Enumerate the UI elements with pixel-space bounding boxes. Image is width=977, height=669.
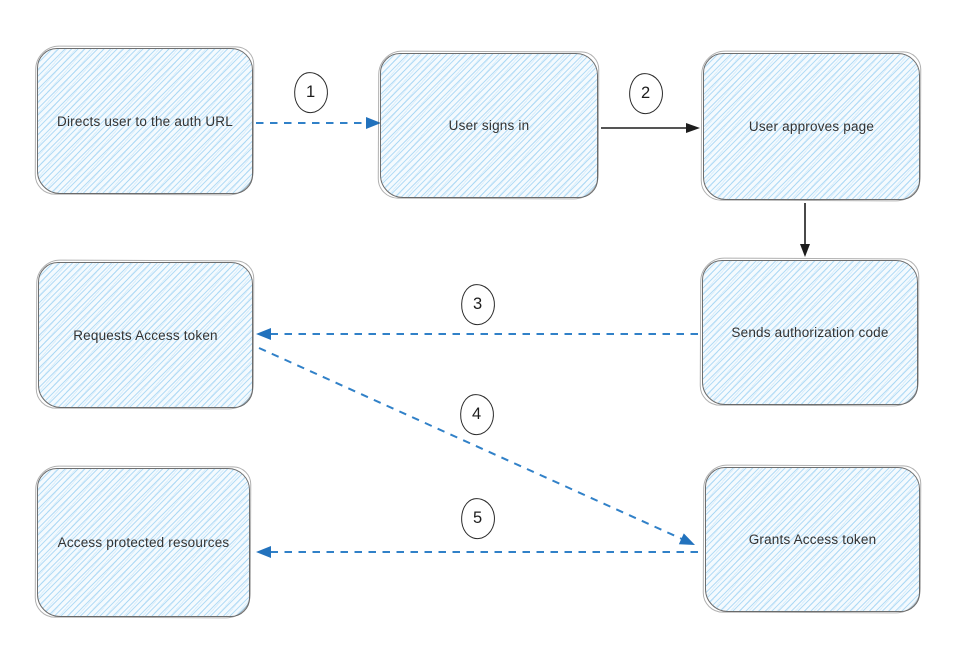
step-badge-4: 4 (457, 392, 497, 437)
step-number: 5 (473, 509, 483, 527)
node-requests-access-token: Requests Access token (38, 262, 253, 408)
node-access-protected-resources: Access protected resources (37, 468, 250, 617)
step-badge-5: 5 (458, 496, 498, 541)
arrow-step-3 (256, 328, 698, 340)
arrowhead-diagonal-icon (678, 533, 695, 545)
arrowhead-left-icon (256, 546, 271, 558)
arrowhead-right-icon (366, 117, 381, 129)
arrow-step-2 (601, 123, 700, 133)
arrowhead-down-icon (800, 244, 810, 257)
node-directs-auth-url: Directs user to the auth URL (37, 48, 253, 194)
arrow-approves-to-sends (800, 203, 810, 257)
arrowhead-right-icon (686, 123, 700, 133)
step-badge-2: 2 (626, 71, 666, 116)
node-user-approves-page: User approves page (703, 53, 920, 200)
step-badge-1: 1 (291, 70, 331, 115)
node-user-signs-in: User signs in (380, 53, 598, 198)
node-label: Requests Access token (73, 327, 218, 343)
arrowhead-left-icon (256, 328, 271, 340)
arrow-step-1 (256, 117, 381, 129)
step-number: 3 (473, 295, 483, 313)
step-number: 2 (641, 84, 651, 102)
step-number: 4 (472, 405, 482, 423)
node-label: Access protected resources (57, 535, 230, 550)
node-label: User approves page (748, 119, 875, 134)
node-label: Directs user to the auth URL (57, 113, 233, 129)
node-label: Sends authorization code (731, 325, 889, 340)
node-grants-access-token: Grants Access token (705, 467, 920, 612)
step-badge-3: 3 (458, 282, 498, 327)
node-sends-authorization-code: Sends authorization code (702, 260, 918, 405)
arrow-step-5 (256, 546, 698, 558)
step-number: 1 (306, 83, 316, 101)
node-label: Grants Access token (748, 532, 877, 547)
node-label: User signs in (448, 118, 530, 133)
